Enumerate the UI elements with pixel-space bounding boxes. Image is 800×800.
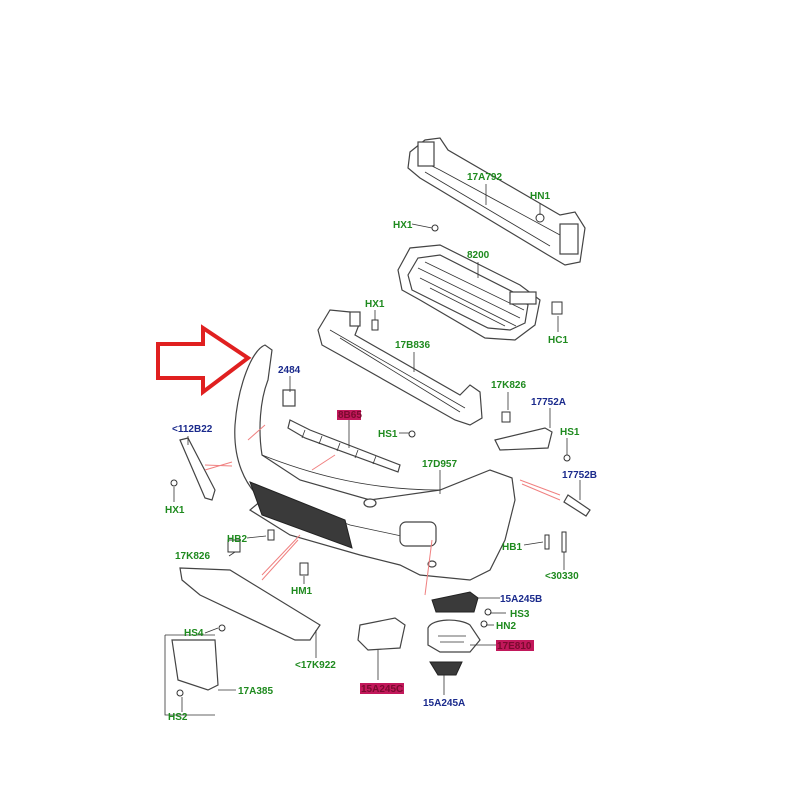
part-support-bracket (317, 309, 483, 426)
label-HX1-left: HX1 (165, 505, 185, 516)
label-30330: <30330 (545, 571, 579, 582)
label-17K826-left: 17K826 (175, 551, 210, 562)
part-fog-bezel-left (357, 617, 406, 651)
label-HB2: HB2 (227, 534, 247, 545)
label-15A245B: 15A245B (500, 594, 542, 605)
highlight-box-17e810 (496, 640, 534, 651)
label-HS2: HS2 (168, 712, 188, 723)
part-clip-strip (287, 419, 401, 473)
highlight-box-15a245c (360, 683, 404, 694)
label-17752B: 17752B (562, 470, 597, 481)
label-17E810: 17E810 (497, 641, 532, 652)
label-8B65: 8B65 (338, 410, 362, 421)
indicator-lines (204, 424, 561, 596)
label-HC1: HC1 (548, 335, 568, 346)
label-HS1-right: HS1 (560, 427, 580, 438)
label-15A245C: 15A245C (361, 684, 403, 695)
label-HN2: HN2 (496, 621, 516, 632)
part-bracket-2484 (282, 389, 296, 407)
part-fog-lamp (427, 619, 481, 653)
label-17K826-right: 17K826 (491, 380, 526, 391)
part-reinforcement-beam (407, 137, 586, 266)
label-HB1: HB1 (502, 542, 522, 553)
fastener-icons (170, 213, 571, 697)
part-bumper-cover (234, 344, 516, 581)
part-plate-bracket (164, 634, 219, 716)
label-17A385: 17A385 (238, 686, 273, 697)
label-2484: 2484 (278, 365, 301, 376)
label-HS4: HS4 (184, 628, 204, 639)
label-HM1: HM1 (291, 586, 313, 597)
label-17A792: 17A792 (467, 172, 502, 183)
label-HS3: HS3 (510, 609, 530, 620)
label-17D957: 17D957 (422, 459, 457, 470)
part-trim-right (563, 494, 591, 517)
part-lower-undertray (179, 567, 321, 641)
part-side-grille-right (494, 427, 553, 451)
label-17K922: <17K922 (295, 660, 336, 671)
highlight-box-8b65 (337, 410, 361, 420)
part-grille (397, 244, 541, 341)
label-17752A: 17752A (531, 397, 566, 408)
label-8200: 8200 (467, 250, 490, 261)
label-HX1-top: HX1 (393, 220, 413, 231)
label-HN1: HN1 (530, 191, 550, 202)
label-15A245A: 15A245A (423, 698, 465, 709)
label-HX1-mid: HX1 (365, 299, 385, 310)
red-arrow-pointer (156, 324, 252, 397)
label-17B836: 17B836 (395, 340, 430, 351)
label-112B22: <112B22 (172, 424, 213, 435)
label-HS1-left: HS1 (378, 429, 398, 440)
part-fog-bezel-lower (429, 661, 463, 676)
part-fog-lamp-bezel-upper (431, 591, 479, 613)
leader-lines (173, 184, 581, 712)
part-side-bracket-left (179, 437, 216, 501)
